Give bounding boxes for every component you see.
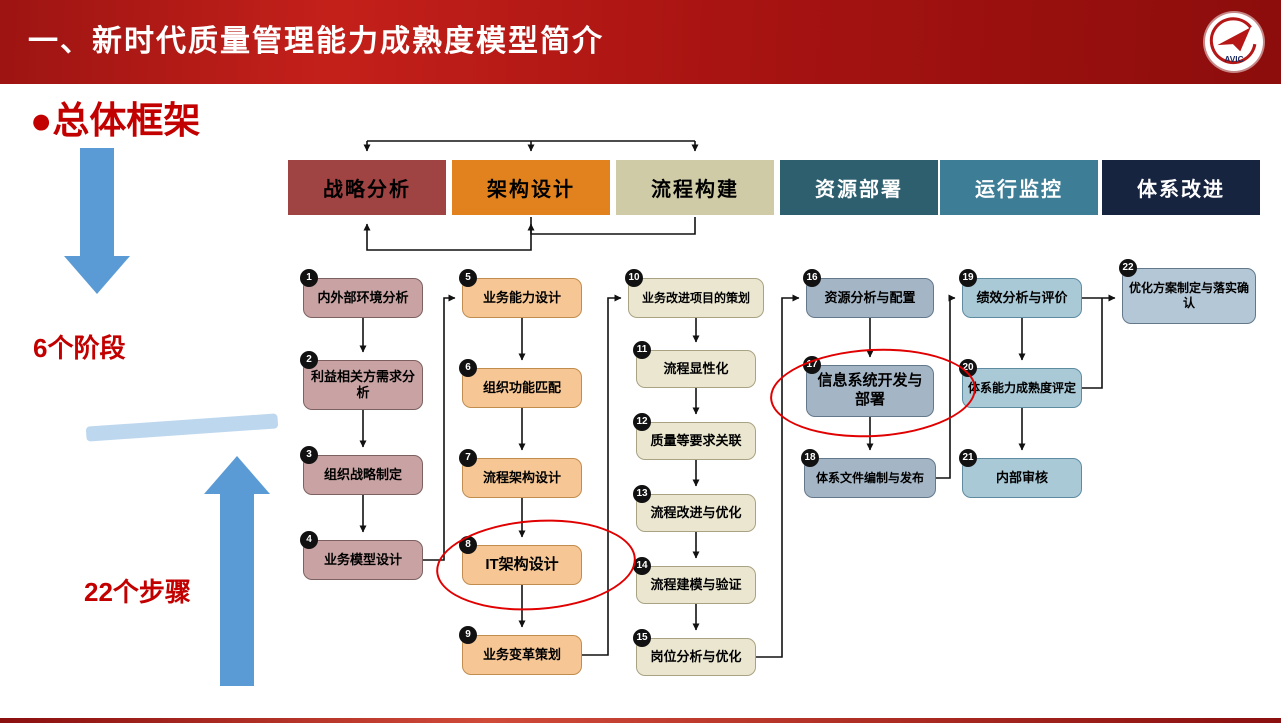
phase-box-architecture-design: 架构设计 bbox=[452, 160, 610, 215]
step-box-4: 4 业务模型设计 bbox=[300, 531, 423, 580]
step-number-badge: 20 bbox=[959, 359, 977, 377]
step-box-17: 17 信息系统开发与部署 bbox=[803, 356, 934, 417]
step-label: 组织战略制定 bbox=[323, 466, 402, 482]
stages-note: 6个阶段 bbox=[33, 333, 126, 363]
step-box-15: 15 岗位分析与优化 bbox=[633, 629, 756, 676]
steps-note: 22个步骤 bbox=[84, 577, 191, 607]
step-label: 体系文件编制与发布 bbox=[815, 470, 924, 485]
step-label: 组织功能匹配 bbox=[482, 379, 561, 395]
step-label: 体系能力成熟度评定 bbox=[967, 380, 1076, 395]
step-label: 流程改进与优化 bbox=[650, 504, 742, 520]
step-number-badge: 18 bbox=[801, 449, 819, 467]
down-arrow-head bbox=[64, 256, 130, 294]
title-banner: 一、新时代质量管理能力成熟度模型简介 AVIC bbox=[0, 0, 1281, 84]
step-number-badge: 4 bbox=[300, 531, 318, 549]
step-number-badge: 17 bbox=[803, 356, 821, 374]
up-arrow bbox=[204, 456, 270, 686]
step-label: 流程建模与验证 bbox=[650, 576, 742, 592]
step-box-21: 21 内部审核 bbox=[959, 449, 1082, 498]
step-number-badge: 15 bbox=[633, 629, 651, 647]
avic-logo: AVIC bbox=[1205, 13, 1263, 71]
step-box-19: 19 绩效分析与评价 bbox=[959, 269, 1082, 318]
step-label: 岗位分析与优化 bbox=[650, 648, 742, 664]
step-label: IT架构设计 bbox=[485, 555, 559, 573]
step-number-badge: 6 bbox=[459, 359, 477, 377]
step-box-8: 8 IT架构设计 bbox=[459, 536, 582, 585]
step-label: 绩效分析与评价 bbox=[976, 289, 1068, 305]
step-number-badge: 1 bbox=[300, 269, 318, 287]
step-label: 业务变革策划 bbox=[482, 646, 561, 662]
step-box-16: 16 资源分析与配置 bbox=[803, 269, 934, 318]
step-box-9: 9 业务变革策划 bbox=[459, 626, 582, 675]
step-number-badge: 7 bbox=[459, 449, 477, 467]
step-number-badge: 3 bbox=[300, 446, 318, 464]
slide-title: 一、新时代质量管理能力成熟度模型简介 bbox=[28, 25, 604, 58]
phase-box-strategy-analysis: 战略分析 bbox=[288, 160, 446, 215]
up-arrow-head bbox=[204, 456, 270, 494]
step-box-1: 1 内外部环境分析 bbox=[300, 269, 423, 318]
step-box-12: 12 质量等要求关联 bbox=[633, 413, 756, 460]
step-number-badge: 19 bbox=[959, 269, 977, 287]
footer-strip bbox=[0, 718, 1281, 723]
phase-box-operation-monitoring: 运行监控 bbox=[940, 160, 1098, 215]
step-number-badge: 2 bbox=[300, 351, 318, 369]
phase-box-resource-deployment: 资源部署 bbox=[780, 160, 938, 215]
step-box-7: 7 流程架构设计 bbox=[459, 449, 582, 498]
down-arrow-shaft bbox=[80, 148, 114, 256]
up-arrow-shaft bbox=[220, 494, 254, 686]
step-box-14: 14 流程建模与验证 bbox=[633, 557, 756, 604]
step-label: 利益相关方需求分析 bbox=[310, 368, 415, 400]
step-box-5: 5 业务能力设计 bbox=[459, 269, 582, 318]
step-label: 业务模型设计 bbox=[323, 551, 402, 567]
step-number-badge: 9 bbox=[459, 626, 477, 644]
down-arrow bbox=[64, 148, 130, 294]
step-label: 优化方案制定与落实确认 bbox=[1128, 281, 1249, 310]
step-number-badge: 14 bbox=[633, 557, 651, 575]
step-number-badge: 11 bbox=[633, 341, 651, 359]
step-box-20: 20 体系能力成熟度评定 bbox=[959, 359, 1082, 408]
step-box-22: 22 优化方案制定与落实确认 bbox=[1119, 259, 1256, 324]
step-label: 流程架构设计 bbox=[482, 469, 561, 485]
step-label: 流程显性化 bbox=[663, 360, 729, 376]
phase-box-process-building: 流程构建 bbox=[616, 160, 774, 215]
step-label: 内部审核 bbox=[995, 469, 1048, 485]
step-number-badge: 12 bbox=[633, 413, 651, 431]
step-box-13: 13 流程改进与优化 bbox=[633, 485, 756, 532]
step-label: 业务能力设计 bbox=[482, 289, 561, 305]
phase-box-system-improvement: 体系改进 bbox=[1102, 160, 1260, 215]
step-box-18: 18 体系文件编制与发布 bbox=[801, 449, 936, 498]
step-box-6: 6 组织功能匹配 bbox=[459, 359, 582, 408]
step-number-badge: 5 bbox=[459, 269, 477, 287]
step-box-3: 3 组织战略制定 bbox=[300, 446, 423, 495]
step-box-10: 10 业务改进项目的策划 bbox=[625, 269, 764, 318]
step-number-badge: 13 bbox=[633, 485, 651, 503]
step-label: 质量等要求关联 bbox=[650, 432, 742, 448]
step-label: 信息系统开发与部署 bbox=[817, 372, 923, 408]
step-number-badge: 8 bbox=[459, 536, 477, 554]
step-box-11: 11 流程显性化 bbox=[633, 341, 756, 388]
step-box-2: 2 利益相关方需求分析 bbox=[300, 351, 423, 410]
step-label: 业务改进项目的策划 bbox=[641, 290, 750, 305]
avic-logo-icon: AVIC bbox=[1209, 17, 1257, 65]
step-number-badge: 21 bbox=[959, 449, 977, 467]
step-number-badge: 22 bbox=[1119, 259, 1137, 277]
step-number-badge: 10 bbox=[625, 269, 643, 287]
section-title: ●总体框架 bbox=[30, 100, 201, 141]
avic-logo-text: AVIC bbox=[1224, 54, 1243, 64]
step-label: 内外部环境分析 bbox=[317, 289, 409, 305]
step-number-badge: 16 bbox=[803, 269, 821, 287]
step-label: 资源分析与配置 bbox=[824, 289, 916, 305]
